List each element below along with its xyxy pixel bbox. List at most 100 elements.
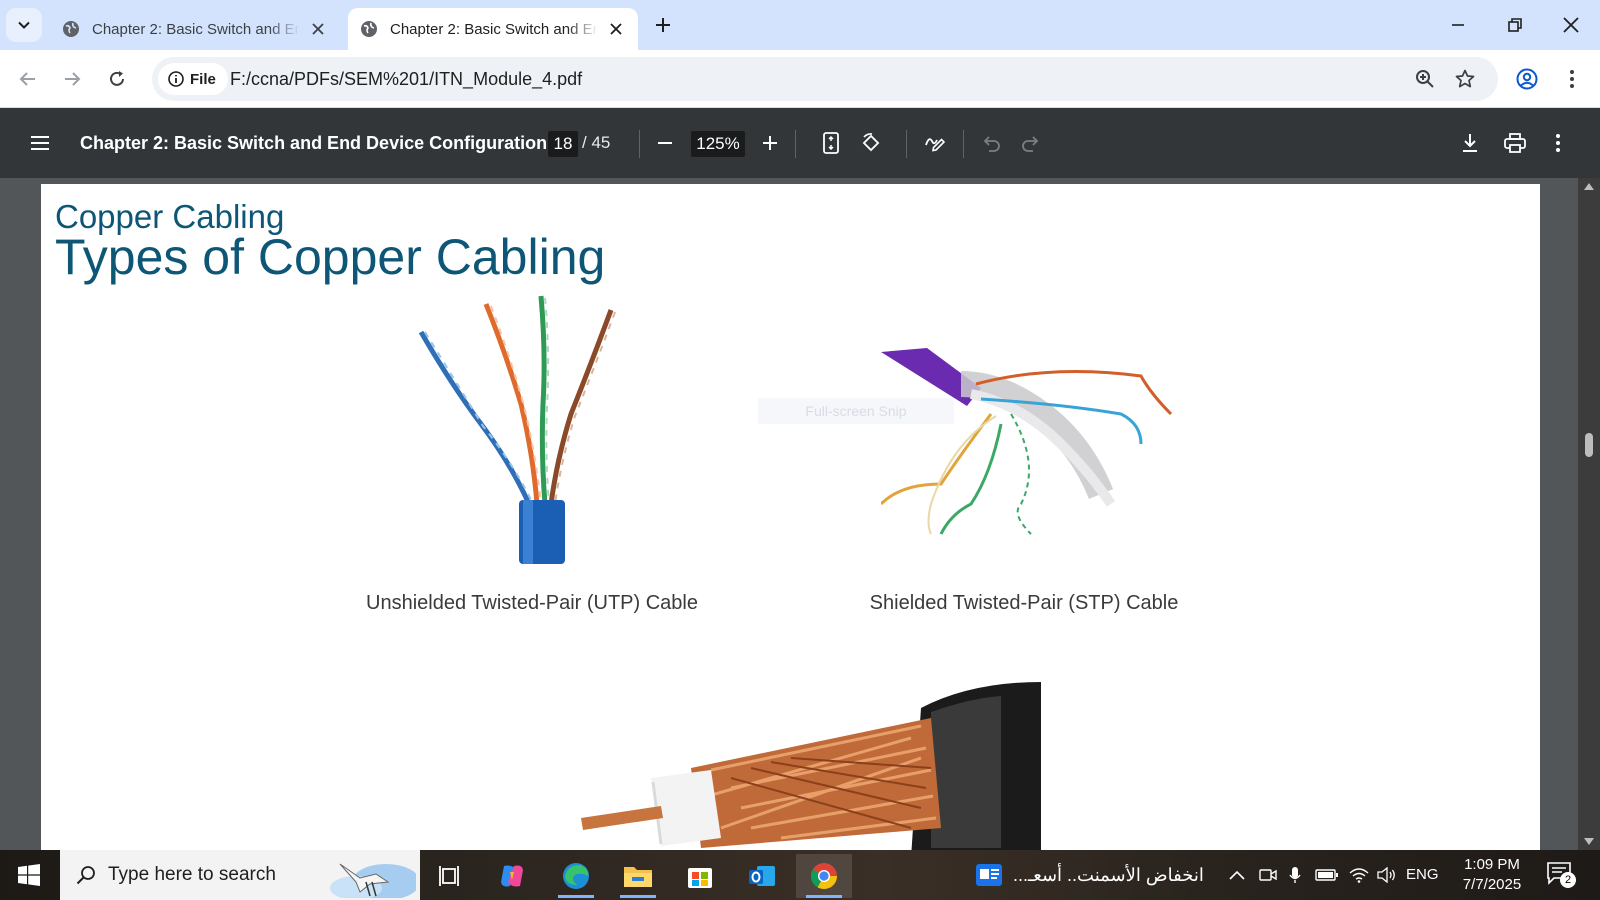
fit-page-button[interactable] [816, 128, 846, 158]
site-info-chip[interactable]: File [158, 63, 228, 95]
news-headline: انخفاض الأسمنت.. أسعـ... [1013, 864, 1204, 885]
back-button[interactable] [11, 62, 45, 96]
chevron-up-icon [1229, 870, 1245, 880]
scrollbar-thumb[interactable] [1585, 433, 1593, 457]
redo-icon [1022, 136, 1039, 152]
tab-active[interactable]: Chapter 2: Basic Switch and End Device C… [348, 8, 638, 50]
folder-icon [624, 867, 652, 887]
tab-title: Chapter 2: Basic Switch and End Device C… [92, 20, 300, 38]
news-widget[interactable]: انخفاض الأسمنت.. أسعـ... [975, 850, 1204, 900]
document-title: Chapter 2: Basic Switch and End Device C… [80, 133, 548, 153]
taskbar-search-box[interactable]: Type here to search [60, 850, 420, 900]
store-icon [688, 868, 712, 888]
microphone-icon [1289, 867, 1301, 883]
annotate-button[interactable] [920, 128, 950, 158]
stp-caption: Shielded Twisted-Pair (STP) Cable [869, 592, 1179, 614]
search-highlight-image [330, 863, 416, 898]
outlook-app[interactable] [734, 854, 790, 898]
show-hidden-icons-button[interactable] [1226, 850, 1248, 900]
clock[interactable]: 1:09 PM 7/7/2025 [1452, 855, 1532, 895]
battery-button[interactable] [1312, 850, 1342, 900]
tab-search-button[interactable] [6, 8, 42, 42]
notification-icon [1547, 862, 1571, 885]
microphone-button[interactable] [1284, 850, 1306, 900]
scroll-down-icon[interactable] [1584, 838, 1594, 846]
globe-icon [63, 21, 79, 37]
chrome-icon [810, 863, 838, 890]
print-button[interactable] [1500, 128, 1530, 158]
close-icon[interactable] [308, 19, 328, 39]
info-icon [168, 71, 184, 87]
utp-caption: Unshielded Twisted-Pair (UTP) Cable [366, 592, 698, 614]
copilot-app[interactable] [484, 854, 540, 898]
restore-button[interactable] [1497, 10, 1533, 40]
wifi-icon [1349, 868, 1369, 883]
pdf-more-button[interactable] [1543, 128, 1573, 158]
bookmark-button[interactable] [1450, 64, 1480, 94]
reload-button[interactable] [100, 62, 134, 96]
windows-logo-icon [18, 864, 40, 886]
toolbar-divider [639, 130, 640, 158]
edge-app[interactable] [548, 854, 604, 898]
zoom-out-button[interactable] [650, 128, 680, 158]
zoom-indicator-button[interactable] [1410, 64, 1440, 94]
utp-cable-image [418, 295, 616, 564]
video-icon [1259, 869, 1277, 881]
new-tab-button[interactable] [650, 12, 676, 38]
battery-icon [1315, 869, 1338, 881]
task-view-icon [439, 866, 459, 886]
chrome-app[interactable] [796, 854, 852, 898]
outlook-icon [749, 866, 775, 886]
browser-menu-button[interactable] [1555, 62, 1589, 96]
tab-inactive[interactable]: Chapter 2: Basic Switch and End Device C… [50, 8, 340, 50]
notification-center-button[interactable]: 2 [1546, 860, 1576, 890]
close-window-button[interactable] [1553, 10, 1589, 40]
url-text[interactable]: F:/ccna/PDFs/SEM%201/ITN_Module_4.pdf [230, 69, 583, 89]
close-icon[interactable] [606, 19, 626, 39]
volume-button[interactable] [1374, 850, 1400, 900]
slide-subtitle: Copper Cabling [55, 198, 285, 235]
task-view-button[interactable] [422, 854, 478, 898]
zoom-level-input[interactable]: 125% [691, 131, 745, 157]
zoom-in-button[interactable] [755, 128, 785, 158]
pdf-viewer[interactable]: Copper Cabling Types of Copper Cabling U… [0, 178, 1600, 850]
redo-button[interactable] [1016, 128, 1046, 158]
page-number-input[interactable]: 18 [548, 131, 578, 157]
close-icon [1563, 17, 1579, 33]
search-icon [76, 866, 95, 885]
sidebar-toggle-button[interactable] [25, 128, 55, 158]
pdf-toolbar: Chapter 2: Basic Switch and End Device C… [0, 108, 1600, 178]
arrow-right-icon [65, 72, 81, 86]
undo-button[interactable] [976, 128, 1006, 158]
news-icon [976, 864, 1002, 886]
more-vertical-icon [1556, 134, 1560, 152]
profile-button[interactable] [1510, 62, 1544, 96]
minimize-button[interactable] [1440, 10, 1476, 40]
toolbar-divider [795, 130, 796, 158]
copilot-icon [501, 865, 523, 887]
forward-button[interactable] [55, 62, 89, 96]
draw-icon [925, 138, 946, 152]
reload-icon [110, 71, 124, 86]
meet-now-button[interactable] [1256, 850, 1280, 900]
plus-icon [656, 18, 670, 32]
chevron-down-icon [18, 21, 30, 29]
clock-time: 1:09 PM [1464, 856, 1520, 873]
start-button[interactable] [8, 858, 50, 892]
input-language[interactable]: ENG [1406, 866, 1439, 883]
browser-toolbar: File F:/ccna/PDFs/SEM%201/ITN_Module_4.p… [0, 50, 1600, 108]
scroll-up-icon[interactable] [1584, 182, 1594, 190]
pdf-page: Copper Cabling Types of Copper Cabling U… [41, 184, 1540, 850]
download-button[interactable] [1455, 128, 1485, 158]
network-button[interactable] [1346, 850, 1372, 900]
address-bar[interactable]: File F:/ccna/PDFs/SEM%201/ITN_Module_4.p… [152, 57, 1498, 101]
speaker-icon [1377, 867, 1395, 883]
vertical-scrollbar[interactable] [1578, 178, 1600, 850]
slide-title: Types of Copper Cabling [55, 229, 606, 285]
windows-taskbar: Type here to search انخفاض الأسمنت.. أسع… [0, 850, 1600, 900]
file-explorer-app[interactable] [610, 854, 666, 898]
rotate-button[interactable] [856, 128, 886, 158]
arrow-left-icon [19, 72, 35, 86]
microsoft-store-app[interactable] [672, 854, 728, 898]
minus-icon [658, 142, 672, 144]
